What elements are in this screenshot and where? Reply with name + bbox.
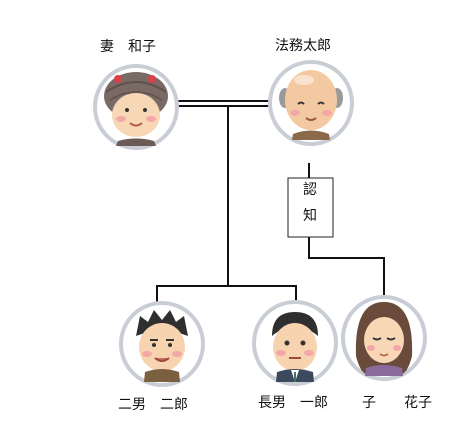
eldest-son-name-label: 長男 一郎: [258, 395, 328, 411]
recognition-box-frame: [287, 177, 334, 238]
daughter-name-label: 子 花子: [362, 395, 432, 411]
husband-node: 法務太郎: [268, 38, 354, 146]
businessman-avatar-icon: [252, 300, 338, 386]
wife-name-label: 妻 和子: [100, 39, 156, 55]
woman-avatar-icon: [341, 295, 427, 381]
daughter-node: 子 花子: [341, 295, 432, 411]
connector-lines: [156, 100, 385, 302]
husband-name-label: 法務太郎: [275, 38, 331, 54]
recognition-char-2: 知: [303, 207, 317, 224]
grandmother-avatar-icon: [93, 64, 179, 150]
second-son-name-label: 二男 二郎: [118, 397, 188, 413]
wife-node: 妻 和子: [93, 39, 179, 150]
eldest-son-node: 長男 一郎: [252, 300, 338, 411]
grandfather-avatar-icon: [268, 60, 354, 146]
recognition-char-1: 認: [303, 182, 317, 198]
second-son-node: 二男 二郎: [118, 301, 205, 413]
recognition-box: 認 知: [287, 177, 334, 238]
young-man-avatar-icon: [119, 301, 205, 387]
